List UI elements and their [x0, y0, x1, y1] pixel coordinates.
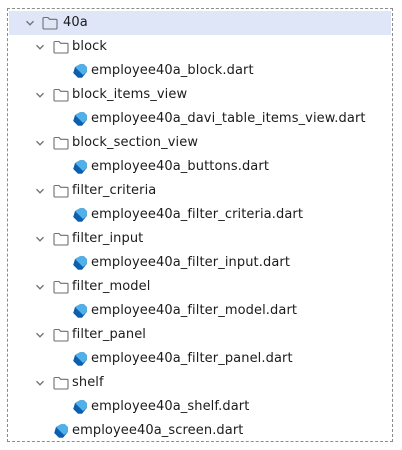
- folder-icon: [53, 88, 69, 102]
- file-label: employee40a_filter_criteria.dart: [91, 207, 304, 222]
- dart-icon: [73, 256, 87, 270]
- folder-shelf[interactable]: shelf: [9, 371, 391, 395]
- folder-label: filter_panel: [72, 327, 147, 342]
- folder-label: block_section_view: [72, 135, 199, 150]
- folder-icon: [53, 184, 69, 198]
- chevron-down-icon[interactable]: [34, 281, 46, 293]
- file-employee40a-shelf[interactable]: employee40a_shelf.dart: [9, 395, 391, 419]
- folder-icon: [53, 328, 69, 342]
- folder-label: filter_model: [72, 279, 151, 294]
- folder-icon: [53, 376, 69, 390]
- file-label: employee40a_filter_model.dart: [91, 303, 298, 318]
- chevron-down-icon[interactable]: [34, 137, 46, 149]
- folder-label: filter_input: [72, 231, 144, 246]
- dart-icon: [73, 400, 87, 414]
- file-employee40a-filter-criteria[interactable]: employee40a_filter_criteria.dart: [9, 203, 391, 227]
- folder-filter-panel[interactable]: filter_panel: [9, 323, 391, 347]
- chevron-down-icon[interactable]: [24, 17, 36, 29]
- file-label: employee40a_screen.dart: [72, 423, 244, 438]
- folder-icon: [53, 40, 69, 54]
- chevron-down-icon[interactable]: [34, 377, 46, 389]
- dart-icon: [73, 208, 87, 222]
- file-employee40a-filter-panel[interactable]: employee40a_filter_panel.dart: [9, 347, 391, 371]
- folder-label: shelf: [72, 375, 104, 390]
- folder-icon: [53, 280, 69, 294]
- file-employee40a-filter-input[interactable]: employee40a_filter_input.dart: [9, 251, 391, 275]
- folder-label: block: [72, 39, 107, 54]
- tree-root-40a[interactable]: 40a: [9, 11, 391, 35]
- file-label: employee40a_filter_input.dart: [91, 255, 291, 270]
- folder-filter-criteria[interactable]: filter_criteria: [9, 179, 391, 203]
- project-tree: 40a block employee40a_block.dart block_i…: [7, 8, 393, 442]
- file-label: employee40a_filter_panel.dart: [91, 351, 293, 366]
- folder-filter-model[interactable]: filter_model: [9, 275, 391, 299]
- folder-label: filter_criteria: [72, 183, 157, 198]
- dart-icon: [54, 424, 68, 438]
- folder-block-section-view[interactable]: block_section_view: [9, 131, 391, 155]
- chevron-down-icon[interactable]: [34, 89, 46, 101]
- folder-icon: [42, 16, 58, 30]
- dart-icon: [73, 160, 87, 174]
- file-employee40a-buttons[interactable]: employee40a_buttons.dart: [9, 155, 391, 179]
- file-employee40a-davi-table-items-view[interactable]: employee40a_davi_table_items_view.dart: [9, 107, 391, 131]
- folder-filter-input[interactable]: filter_input: [9, 227, 391, 251]
- chevron-down-icon[interactable]: [34, 233, 46, 245]
- folder-label: block_items_view: [72, 87, 188, 102]
- tree-root-label: 40a: [63, 15, 88, 30]
- dart-icon: [73, 64, 87, 78]
- file-label: employee40a_buttons.dart: [91, 159, 270, 174]
- file-employee40a-screen[interactable]: employee40a_screen.dart: [9, 419, 391, 441]
- file-employee40a-filter-model[interactable]: employee40a_filter_model.dart: [9, 299, 391, 323]
- folder-icon: [53, 232, 69, 246]
- chevron-down-icon[interactable]: [34, 329, 46, 341]
- file-label: employee40a_shelf.dart: [91, 399, 250, 414]
- file-label: employee40a_davi_table_items_view.dart: [91, 111, 366, 126]
- chevron-down-icon[interactable]: [34, 41, 46, 53]
- dart-icon: [73, 304, 87, 318]
- folder-block-items-view[interactable]: block_items_view: [9, 83, 391, 107]
- folder-icon: [53, 136, 69, 150]
- file-employee40a-block[interactable]: employee40a_block.dart: [9, 59, 391, 83]
- dart-icon: [73, 352, 87, 366]
- dart-icon: [73, 112, 87, 126]
- folder-block[interactable]: block: [9, 35, 391, 59]
- file-label: employee40a_block.dart: [91, 63, 254, 78]
- chevron-down-icon[interactable]: [34, 185, 46, 197]
